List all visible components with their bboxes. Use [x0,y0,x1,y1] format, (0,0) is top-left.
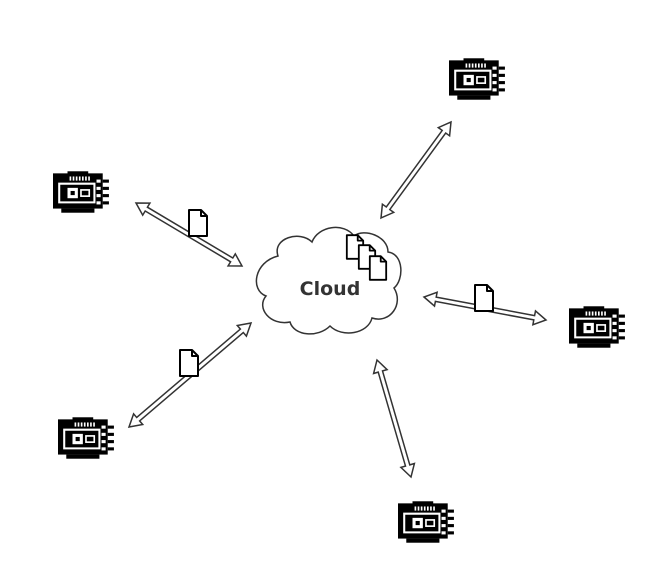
cloud-label: Cloud [300,278,361,300]
device-bottom-icon [398,501,455,543]
cloud-document-icon [368,255,388,281]
link-left-lower-document-icon [179,349,199,377]
device-top-right-icon [449,58,506,100]
link-top-right-arrow [380,120,452,220]
link-left-upper-document-icon [188,209,208,237]
device-right-icon [569,306,626,348]
device-left-upper-icon [53,171,110,213]
link-right-document-icon [474,284,494,312]
link-bottom-arrow [372,358,416,479]
device-left-lower-icon [58,417,115,459]
